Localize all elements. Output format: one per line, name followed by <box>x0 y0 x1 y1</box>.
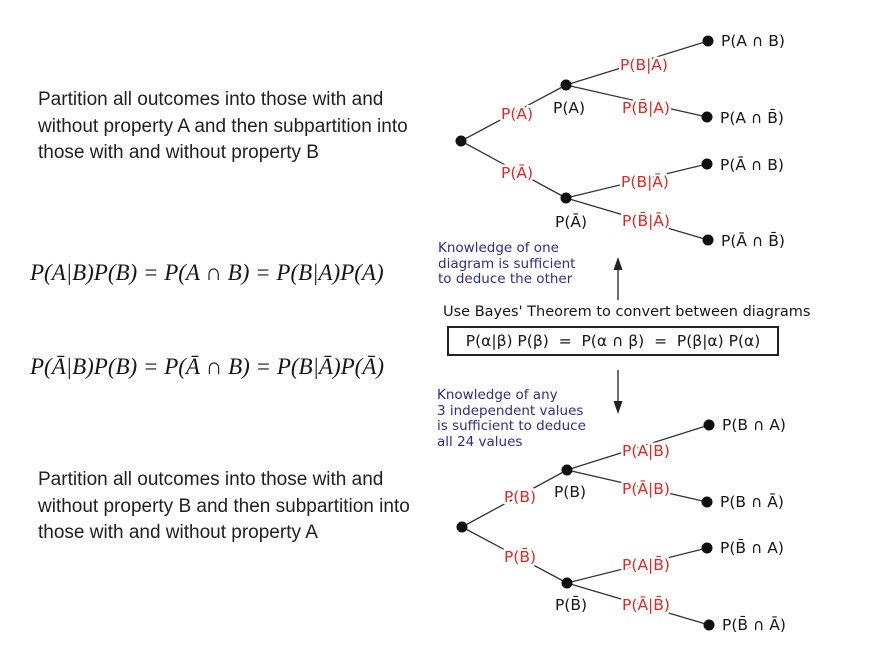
leaf-outcome-label: P(B̄ ∩ Ā) <box>722 615 786 634</box>
note-line: is sufficient to deduce <box>437 418 586 434</box>
leaf-outcome-label: P(A ∩ B) <box>721 32 785 50</box>
tree-node-dot <box>560 79 572 91</box>
conditional-probability-label: P(B̄|A) <box>622 98 670 117</box>
conditional-probability-label: P(Ā|B̄) <box>622 595 670 614</box>
leaf-outcome-label: P(Ā ∩ B) <box>720 156 784 174</box>
arrow-head <box>613 401 623 414</box>
leaf-outcome-label: P(B̄ ∩ A) <box>720 538 784 557</box>
tree-node-dot <box>560 192 572 204</box>
leaf-outcome-label: P(Ā ∩ B̄) <box>721 231 785 250</box>
note-24-values: Knowledge of any 3 independent values is… <box>437 387 586 450</box>
note-line: to deduce the other <box>438 271 573 287</box>
note-line: all 24 values <box>437 433 523 450</box>
tree-edge <box>565 163 708 199</box>
tree-leaf-dot <box>703 419 715 431</box>
tree-edge <box>566 424 710 471</box>
probability-tree-top: P(A) P(Ā) P(A) P(Ā) P(B|A) P(B̄|A) P(B|Ā… <box>455 30 787 253</box>
note-line: Knowledge of any <box>437 387 558 403</box>
tree-leaf-dot <box>702 234 714 246</box>
node-label: P(B) <box>554 483 586 501</box>
probability-tree-bottom: P(B) P(B̄) P(B) P(B̄) P(A|B) P(Ā|B) P(A|… <box>456 414 788 637</box>
partition-description-top: Partition all outcomes into those with a… <box>38 89 408 163</box>
partition-description-bottom: Partition all outcomes into those with a… <box>38 469 410 543</box>
conditional-probability-label: P(B̄|Ā) <box>622 211 670 230</box>
branch-probability-label: P(B) <box>504 488 536 506</box>
bayes-caption: Use Bayes' Theorem to convert between di… <box>443 304 811 320</box>
node-label: P(A) <box>553 99 585 117</box>
tree-edge <box>565 40 709 86</box>
note-line: Knowledge of one <box>438 240 559 256</box>
tree-leaf-dot <box>701 158 713 170</box>
arrow-head <box>613 257 623 270</box>
bayes-formula: P(α|β) P(β) = P(α ∩ β) = P(β|α) P(α) <box>465 332 761 350</box>
tree-edge <box>566 582 710 626</box>
bayes-formula-box: P(α|β) P(β) = P(α ∩ β) = P(β|α) P(α) <box>447 326 779 356</box>
tree-leaf-dot <box>702 35 714 47</box>
arrow-down-icon <box>613 370 623 414</box>
tree-node-dot <box>561 577 573 589</box>
tree-edge <box>460 84 567 142</box>
conditional-probability-label: P(A|B) <box>622 442 670 460</box>
conditional-probability-label: P(B|Ā) <box>621 173 669 191</box>
conditional-probability-label: P(Ā|B) <box>622 480 670 498</box>
joint-probability-formula-not-a: P(Ā|B)P(B) = P(Ā ∩ B) = P(B|Ā)P(Ā) <box>30 354 385 379</box>
branch-probability-label: P(A) <box>501 105 533 123</box>
node-label: P(B̄) <box>555 595 587 614</box>
tree-leaf-dot <box>701 111 713 123</box>
tree-edge <box>460 140 567 199</box>
note-line: 3 independent values <box>437 402 584 419</box>
tree-node-dot <box>561 464 573 476</box>
branch-probability-label: P(Ā) <box>501 164 533 182</box>
tree-root-dot <box>455 135 467 147</box>
tree-edge <box>461 526 568 584</box>
note-line: diagram is sufficient <box>438 255 576 272</box>
tree-edge <box>566 547 708 584</box>
tree-edge <box>461 469 568 528</box>
arrow-up-icon <box>613 257 623 300</box>
tree-leaf-dot <box>703 619 715 631</box>
tree-leaf-dot <box>701 542 713 554</box>
conditional-probability-label: P(A|B̄) <box>622 555 670 574</box>
tree-leaf-dot <box>701 496 713 508</box>
joint-probability-formula-a: P(A|B)P(B) = P(A ∩ B) = P(B|A)P(A) <box>30 260 384 285</box>
tree-edge <box>565 197 709 241</box>
tree-edge <box>566 469 708 503</box>
leaf-outcome-label: P(B ∩ A) <box>722 416 786 434</box>
leaf-outcome-label: P(A ∩ B̄) <box>720 108 784 127</box>
tree-root-dot <box>456 521 468 533</box>
note-one-diagram: Knowledge of one diagram is sufficient t… <box>438 240 576 288</box>
branch-probability-label: P(B̄) <box>504 547 536 566</box>
leaf-outcome-label: P(B ∩ Ā) <box>720 493 784 511</box>
node-label: P(Ā) <box>555 213 587 231</box>
conditional-probability-label: P(B|A) <box>620 56 668 74</box>
tree-edge <box>565 84 708 118</box>
